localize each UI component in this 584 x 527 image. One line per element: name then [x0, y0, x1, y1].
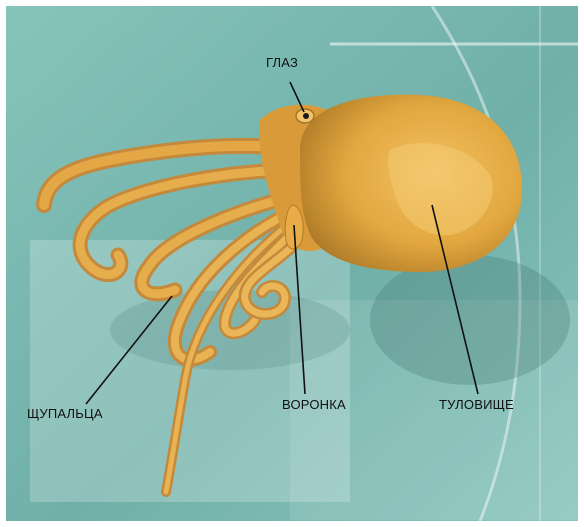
label-body: ТУЛОВИЩЕ — [439, 398, 514, 411]
label-funnel: ВОРОНКА — [282, 398, 346, 411]
shadow-blob — [370, 255, 570, 385]
label-tentacles: ЩУПАЛЬЦА — [27, 407, 103, 420]
label-eye: ГЛАЗ — [266, 56, 298, 69]
eye-pupil — [303, 113, 309, 119]
